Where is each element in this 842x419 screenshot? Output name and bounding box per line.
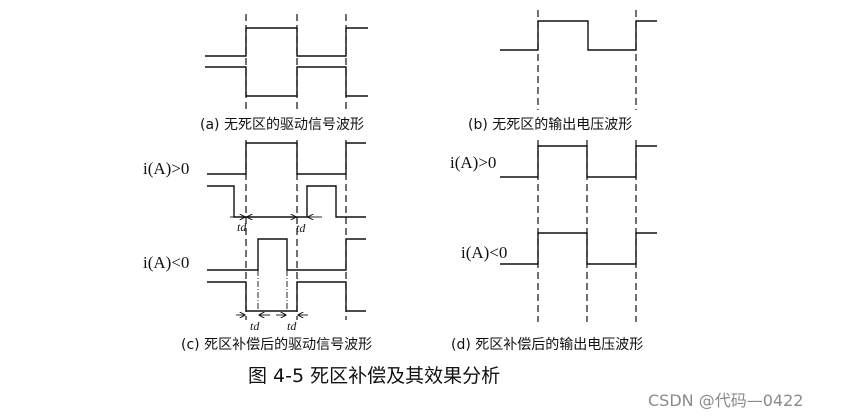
label-d-current-negative: i(A)<0 (461, 243, 507, 262)
drive-signal-lower-c-neg (207, 281, 366, 312)
drive-signal-upper-c-neg (207, 238, 366, 271)
drive-signal-lower-a (205, 66, 368, 97)
caption-d: (d) 死区补偿后的输出电压波形 (451, 337, 643, 353)
label-d-current-positive: i(A)>0 (450, 153, 496, 172)
td-label-c-2: td (296, 221, 306, 235)
td-label-c-1: td (237, 220, 247, 234)
figure-title: 图 4-5 死区补偿及其效果分析 (248, 365, 500, 387)
output-voltage-b (500, 20, 657, 51)
output-voltage-d-neg (500, 232, 657, 265)
label-c-current-negative: i(A)<0 (143, 253, 189, 272)
drive-signal-lower-c-pos (207, 185, 366, 218)
label-c-current-positive: i(A)>0 (143, 159, 189, 178)
caption-b: (b) 无死区的输出电压波形 (468, 117, 632, 133)
td-label-c-4: td (287, 319, 297, 333)
panel-d: i(A)>0 i(A)<0 (d) 死区补偿后的输出电压波形 (450, 140, 657, 353)
output-voltage-d-pos (500, 145, 657, 178)
drive-signal-upper-c-pos (207, 142, 366, 175)
td-label-c-3: td (250, 319, 260, 333)
panel-b: (b) 无死区的输出电压波形 (468, 10, 657, 133)
panel-c: i(A)>0 td td i(A)<0 td td (c) 死区补偿后的驱动信号… (143, 140, 372, 353)
watermark: CSDN @代码—0422 (648, 391, 803, 410)
caption-a: (a) 无死区的驱动信号波形 (200, 117, 364, 133)
drive-signal-upper-a (205, 27, 368, 57)
panel-a: (a) 无死区的驱动信号波形 (200, 14, 368, 133)
caption-c: (c) 死区补偿后的驱动信号波形 (181, 337, 372, 353)
